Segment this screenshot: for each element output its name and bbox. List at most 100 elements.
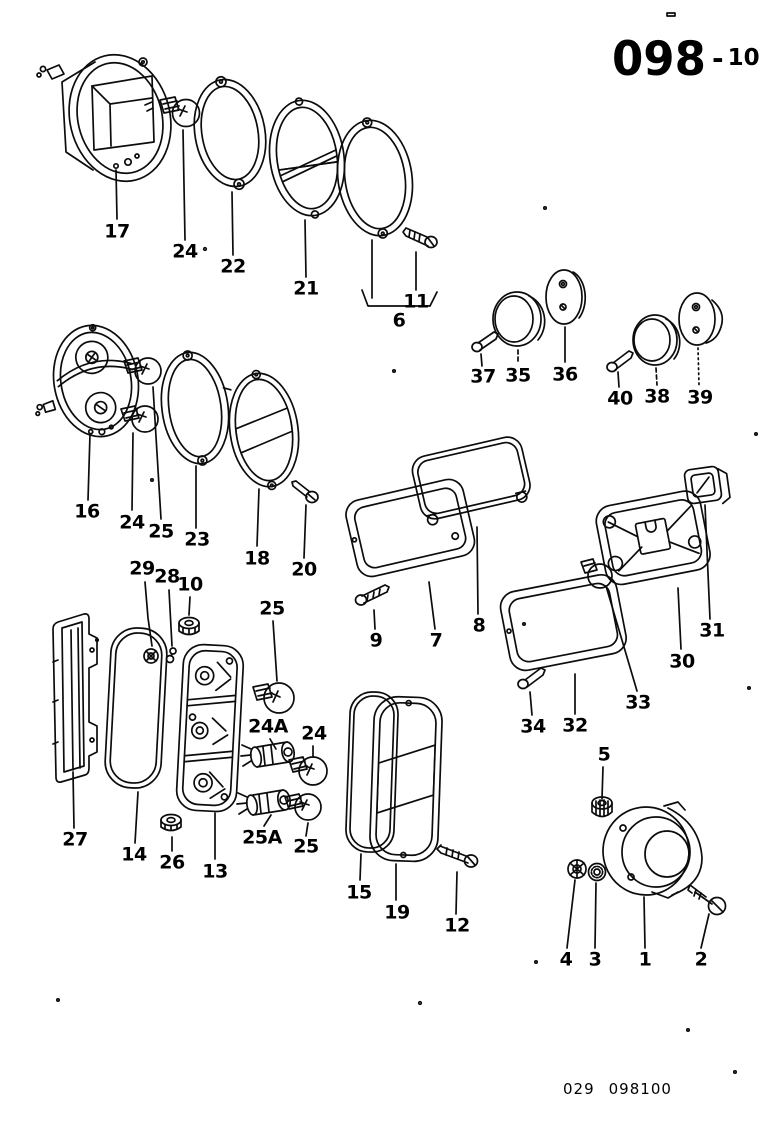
part-30-housing bbox=[595, 490, 711, 586]
bulb-33 bbox=[580, 558, 613, 589]
part-label-36: 36 bbox=[552, 363, 578, 386]
part-label-12: 12 bbox=[444, 914, 470, 937]
part-label-31: 31 bbox=[699, 619, 725, 642]
part-23-gasket bbox=[160, 350, 232, 466]
nut-4 bbox=[567, 859, 587, 879]
screw-37 bbox=[471, 331, 499, 353]
washer-3 bbox=[587, 862, 607, 882]
catalog-group-number: 098 bbox=[612, 30, 706, 87]
part-label-5: 5 bbox=[597, 743, 611, 766]
leader-20 bbox=[303, 504, 307, 559]
part-label-32: 32 bbox=[562, 714, 588, 737]
page-title: 098 - 10 bbox=[612, 30, 760, 87]
leader-25a bbox=[263, 814, 272, 827]
leader-12 bbox=[455, 871, 458, 915]
part-label-25-bulb: 25 bbox=[293, 835, 319, 858]
footer-code-right: 098100 bbox=[608, 1080, 672, 1098]
part-label-29: 29 bbox=[129, 557, 155, 580]
part-31-cap bbox=[683, 465, 731, 505]
page-footer-code: 029 098100 bbox=[563, 1080, 672, 1098]
part-17-lamp-housing bbox=[36, 53, 172, 183]
bracket-6 bbox=[361, 289, 438, 307]
leader-17 bbox=[115, 169, 118, 220]
part-27-mounting-plate bbox=[52, 613, 98, 783]
part-label-20: 20 bbox=[291, 558, 317, 581]
leader-5 bbox=[601, 766, 604, 800]
part-35-reflector bbox=[492, 291, 546, 347]
part-label-30: 30 bbox=[669, 650, 695, 673]
screw-20 bbox=[291, 480, 319, 504]
socket-25a bbox=[236, 789, 292, 816]
footer-code-left: 029 bbox=[563, 1080, 595, 1098]
leader-25-mid bbox=[152, 386, 162, 520]
part-32-lens bbox=[499, 573, 627, 672]
part-label-24a: 24A bbox=[248, 715, 288, 738]
screw-40 bbox=[606, 350, 634, 373]
leader-39 bbox=[697, 347, 700, 386]
leader-37 bbox=[480, 353, 483, 367]
part-label-21: 21 bbox=[293, 277, 319, 300]
screw-34 bbox=[517, 667, 546, 690]
part-label-11: 11 bbox=[403, 290, 429, 313]
leader-15 bbox=[359, 853, 362, 881]
clip-28 bbox=[165, 647, 177, 664]
bulb-25-mid bbox=[123, 357, 162, 385]
leader-18 bbox=[256, 488, 260, 547]
part-22-gasket bbox=[193, 75, 267, 191]
leader-16 bbox=[87, 433, 91, 501]
part-label-2: 2 bbox=[694, 948, 708, 971]
leader-40 bbox=[617, 371, 620, 388]
grommet-5 bbox=[591, 796, 613, 818]
leader-22 bbox=[231, 191, 234, 256]
part-label-6: 6 bbox=[392, 309, 406, 332]
part-label-4: 4 bbox=[559, 948, 573, 971]
part-label-3: 3 bbox=[588, 948, 602, 971]
part-label-10: 10 bbox=[177, 573, 203, 596]
bulb-25-center bbox=[252, 682, 295, 714]
part-label-25-mid: 25 bbox=[148, 520, 174, 543]
part-label-24-mid: 24 bbox=[119, 511, 145, 534]
leader-38 bbox=[655, 367, 658, 386]
part-label-19: 19 bbox=[384, 901, 410, 924]
leader-2 bbox=[700, 913, 710, 949]
part-16-lamp-housing bbox=[35, 323, 140, 438]
leader-24-mid bbox=[131, 432, 134, 511]
bulb-24-center bbox=[288, 756, 328, 786]
part-label-27: 27 bbox=[62, 828, 88, 851]
part-label-25a: 25A bbox=[242, 826, 282, 849]
part-label-18: 18 bbox=[244, 547, 270, 570]
part-label-7: 7 bbox=[429, 629, 443, 652]
leader-34 bbox=[529, 691, 533, 716]
leader-1 bbox=[643, 896, 646, 949]
leader-27 bbox=[72, 771, 75, 829]
part-label-35: 35 bbox=[505, 364, 531, 387]
part-1-lamp-body bbox=[602, 801, 703, 899]
part-14-gasket bbox=[104, 627, 168, 789]
screw-12 bbox=[436, 844, 479, 868]
part-label-33: 33 bbox=[625, 691, 651, 714]
part-label-40: 40 bbox=[607, 387, 633, 410]
leader-7 bbox=[428, 581, 436, 630]
part-label-8: 8 bbox=[472, 614, 486, 637]
part-15-gasket bbox=[345, 691, 399, 853]
catalog-page-number: 10 bbox=[727, 45, 760, 71]
leader-25-center bbox=[272, 620, 278, 682]
part-38-reflector bbox=[632, 314, 681, 366]
leader-9 bbox=[373, 609, 376, 630]
title-dash: - bbox=[711, 42, 724, 75]
part-13-housing bbox=[175, 643, 245, 813]
leader-21 bbox=[304, 219, 307, 278]
leader-28 bbox=[168, 589, 173, 647]
part-39-base-plate bbox=[678, 292, 724, 346]
part-label-1: 1 bbox=[638, 948, 652, 971]
part-label-23: 23 bbox=[184, 528, 210, 551]
leader-14 bbox=[134, 791, 139, 844]
part-label-37: 37 bbox=[470, 365, 496, 388]
part-36-base-plate bbox=[545, 269, 587, 325]
part-label-39: 39 bbox=[687, 386, 713, 409]
part-6-retaining-ring bbox=[336, 117, 414, 239]
print-specks bbox=[55, 12, 759, 1075]
nut-10 bbox=[178, 616, 200, 636]
part-label-17: 17 bbox=[104, 220, 130, 243]
